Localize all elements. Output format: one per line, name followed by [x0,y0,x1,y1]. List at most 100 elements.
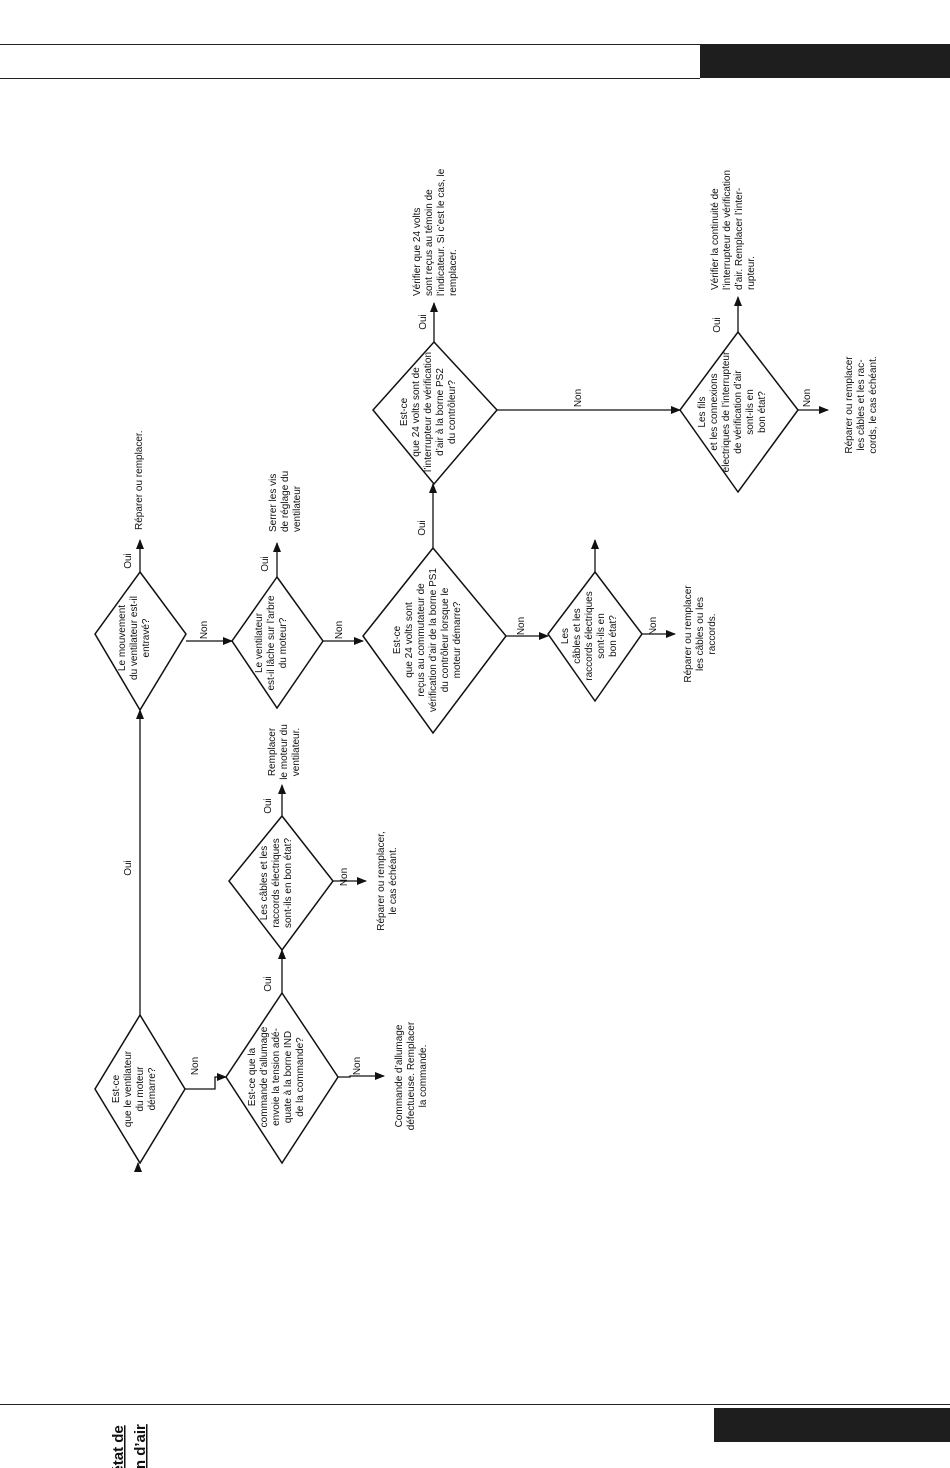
svg-text:du contrôleur lorsque le: du contrôleur lorsque le [440,587,451,692]
svg-text:commande d’allumage: commande d’allumage [259,1026,270,1127]
result-repair-1: Réparer ou remplacer, le cas échéant. [376,831,399,931]
label-d1-no: Non [190,1057,201,1075]
label-d1-yes: Oui [123,860,134,876]
footer-tab [714,1408,950,1442]
svg-text:sont reçus au témoin de: sont reçus au témoin de [424,189,435,296]
decision-d2 [225,991,339,1165]
decision-d9-text: Les fils et les connexions électriques d… [697,351,768,472]
svg-text:la commande.: la commande. [418,1045,429,1108]
svg-text:Remplacer: Remplacer [267,727,278,776]
svg-text:démarre?: démarre? [147,1067,158,1110]
label-d5-yes: Oui [260,556,271,572]
label-d9-no: Non [802,389,813,407]
svg-text:rupteur.: rupteur. [746,256,757,290]
label-d3-yes: Oui [263,798,274,814]
decision-d2-text: Est-ce que la commande d’allumage envoie… [247,1026,306,1127]
svg-text:l’interrupteur de vérification: l’interrupteur de vérification [423,352,434,472]
svg-text:sont-ils en: sont-ils en [745,389,756,435]
arrow-d1-no [185,1073,227,1090]
label-d4-yes: Oui [123,553,134,569]
decision-d4-text: Le mouvement du ventilateur est-il entra… [117,596,152,680]
decision-d5 [231,575,324,710]
svg-text:remplacer.: remplacer. [448,249,459,296]
svg-text:défectueuse. Remplacer: défectueuse. Remplacer [406,1021,417,1130]
svg-text:que 24 volts sont: que 24 volts sont [404,602,415,678]
svg-text:quate à la borne IND: quate à la borne IND [283,1031,294,1123]
svg-text:reçus au commutateur de: reçus au commutateur de [416,583,427,697]
svg-text:envoie la tension adé-: envoie la tension adé- [271,1028,282,1126]
svg-text:raccords électriques: raccords électriques [271,838,282,927]
svg-text:le cas échéant.: le cas échéant. [388,847,399,914]
svg-text:Réparer ou remplacer,: Réparer ou remplacer, [376,831,387,931]
label-d3-no: Non [339,868,350,886]
svg-text:les câbles ou les: les câbles ou les [695,597,706,671]
svg-text:Est-ce: Est-ce [111,1074,122,1103]
svg-text:vérification d’air de la borne: vérification d’air de la borne PS1 [428,568,439,712]
svg-text:du ventilateur est-il: du ventilateur est-il [129,596,140,680]
label-d4-no: Non [199,621,210,639]
svg-text:électriques de l’interrupteur: électriques de l’interrupteur [721,351,732,472]
result-replace-motor: Remplacer le moteur du ventilateur. [267,724,302,780]
svg-text:Serrer les vis: Serrer les vis [268,474,279,532]
svg-text:Est-ce: Est-ce [399,397,410,426]
svg-text:Est-ce: Est-ce [392,625,403,654]
svg-text:bon état?: bon état? [608,615,619,657]
label-d6-no: Non [516,617,527,635]
svg-text:Réparer ou remplacer: Réparer ou remplacer [844,356,855,454]
label-d2-no: Non [352,1057,363,1075]
svg-text:raccords électriques: raccords électriques [584,591,595,680]
page-title-line-2: vérification d’air [132,1424,149,1468]
decision-d5-text: Le ventilateur est-il lâche sur l’arbre … [254,595,289,690]
svg-text:entravé?: entravé? [141,618,152,657]
svg-text:Les câbles et les: Les câbles et les [259,846,270,921]
svg-text:Les: Les [560,628,571,644]
svg-text:Réparer ou remplacer.: Réparer ou remplacer. [134,431,145,531]
svg-text:bon état?: bon état? [757,391,768,433]
svg-text:de la commande?: de la commande? [295,1037,306,1117]
result-command-faulty: Commande d’allumage défectueuse. Remplac… [394,1021,429,1130]
label-d8-yes: Oui [418,314,429,330]
svg-text:moteur démarre?: moteur démarre? [452,601,463,678]
svg-text:de vérification d’air: de vérification d’air [733,370,744,454]
svg-text:Le ventilateur: Le ventilateur [254,612,265,673]
decision-d9 [679,330,799,494]
label-d6-yes: Oui [417,520,428,536]
top-rule [0,44,950,46]
svg-text:sont-ils en: sont-ils en [596,613,607,659]
decision-d8-text: Est-ce que 24 volts sont de l’interrupte… [399,352,458,472]
svg-text:Les fils: Les fils [697,396,708,427]
svg-text:du moteur: du moteur [135,1066,146,1112]
svg-text:l’interrupteur de vérification: l’interrupteur de vérification [722,170,733,290]
svg-text:Le mouvement: Le mouvement [117,605,128,671]
svg-text:Vérifier la continuité de: Vérifier la continuité de [710,188,721,290]
svg-text:Vérifier que 24 volts: Vérifier que 24 volts [412,208,423,296]
svg-text:d’air. Remplacer l’inter-: d’air. Remplacer l’inter- [734,188,745,290]
result-tighten-screws: Serrer les vis de réglage du ventilateur [268,471,303,532]
svg-text:raccords.: raccords. [707,613,718,654]
svg-text:de réglage du: de réglage du [280,471,291,532]
arrow-d2-no [338,1072,385,1080]
decision-d7-text: Les câbles et les raccords électriques s… [560,591,619,680]
top-rule-lower [0,78,700,80]
svg-text:que le ventilateur: que le ventilateur [123,1050,134,1127]
svg-text:câbles et les: câbles et les [572,608,583,664]
label-d7-no: Non [648,617,659,635]
header-tab [700,44,950,78]
label-d5-no: Non [334,621,345,639]
decision-d7 [547,570,643,703]
svg-text:sont-ils en bon état?: sont-ils en bon état? [283,838,294,928]
svg-text:ventilateur: ventilateur [292,485,303,532]
svg-text:et les connexions: et les connexions [709,373,720,450]
bottom-rule [0,1404,950,1406]
svg-text:du moteur?: du moteur? [278,617,289,668]
decision-d6 [362,546,507,735]
label-d9-yes: Oui [712,317,723,333]
result-check-continuity: Vérifier la continuité de l’interrupteur… [710,170,757,290]
svg-text:le moteur du: le moteur du [279,724,290,780]
result-check-24v: Vérifier que 24 volts sont reçus au témo… [412,168,459,296]
svg-text:du contrôleur?: du contrôleur? [447,380,458,444]
label-d2-yes: Oui [263,976,274,992]
label-d8-no: Non [573,389,584,407]
result-repair-4: Réparer ou remplacer les câbles et les r… [844,356,879,454]
